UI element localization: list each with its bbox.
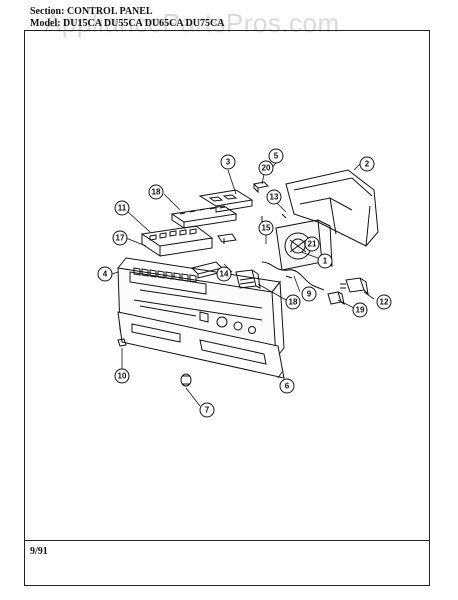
- callout-18-upper: [148, 184, 164, 200]
- callout-10: [114, 368, 130, 384]
- selector-switch: [235, 269, 261, 289]
- callout-label-10: 10: [118, 372, 127, 381]
- callout-markers: [97, 148, 392, 418]
- callout-20: [258, 160, 274, 176]
- callout-label-20: 20: [262, 164, 271, 173]
- callout-label-9: 9: [307, 290, 312, 299]
- callout-label-7: 7: [205, 406, 210, 415]
- callout-6: [279, 378, 295, 394]
- callout-label-3: 3: [226, 158, 231, 167]
- callout-label-18-lower: 18: [289, 298, 298, 307]
- clip: [217, 233, 237, 244]
- door-switch: [340, 277, 369, 296]
- callout-11: [114, 200, 130, 216]
- revision-date: 9/91: [30, 546, 48, 557]
- callout-label-21: 21: [308, 240, 317, 249]
- indicator-lens: [252, 181, 270, 194]
- callout-2: [359, 156, 375, 172]
- callout-label-11: 11: [118, 204, 127, 213]
- control-knob: [180, 373, 192, 387]
- callout-9: [301, 286, 317, 302]
- callout-label-18-upper: 18: [152, 188, 161, 197]
- callout-label-12: 12: [380, 298, 389, 307]
- callout-15: [258, 220, 274, 236]
- diagram-frame: [24, 30, 430, 586]
- callout-19: [352, 302, 368, 318]
- section-title: Section: CONTROL PANEL: [30, 6, 153, 17]
- callout-3: [220, 154, 236, 170]
- callout-21: [304, 236, 320, 252]
- callout-label-2: 2: [365, 160, 370, 169]
- callout-1: [317, 253, 333, 269]
- keypad-assembly: [170, 205, 238, 229]
- door-panel: [117, 311, 285, 379]
- watermark: AppliancePartsPros.com: [44, 8, 340, 38]
- wire-harness: [261, 261, 325, 291]
- callout-18-lower: [285, 294, 301, 310]
- callout-12: [376, 294, 392, 310]
- callout-label-15: 15: [262, 224, 271, 233]
- console-bracket: [285, 169, 379, 247]
- callout-7: [199, 402, 215, 418]
- switch-board: [140, 225, 214, 257]
- callout-13: [266, 189, 282, 205]
- callout-label-13: 13: [270, 193, 279, 202]
- callout-17: [112, 230, 128, 246]
- callout-5: [268, 148, 284, 164]
- callout-label-4: 4: [103, 270, 108, 279]
- panel-buttons: [133, 267, 197, 283]
- callout-label-1: 1: [323, 257, 328, 266]
- callout-4: [97, 266, 113, 282]
- callout-14: [216, 266, 232, 282]
- callout-label-19: 19: [356, 306, 365, 315]
- switch-component: [327, 291, 345, 306]
- button-strip: [198, 189, 254, 213]
- callout-label-17: 17: [116, 234, 125, 243]
- callout-label-5: 5: [274, 152, 279, 161]
- callout-label-14: 14: [220, 270, 229, 279]
- model-line: Model: DU15CA DU55CA DU65CA DU75CA: [30, 18, 225, 29]
- footer-rule: [24, 540, 430, 541]
- callout-label-6: 6: [285, 382, 290, 391]
- small-clip: [117, 338, 127, 347]
